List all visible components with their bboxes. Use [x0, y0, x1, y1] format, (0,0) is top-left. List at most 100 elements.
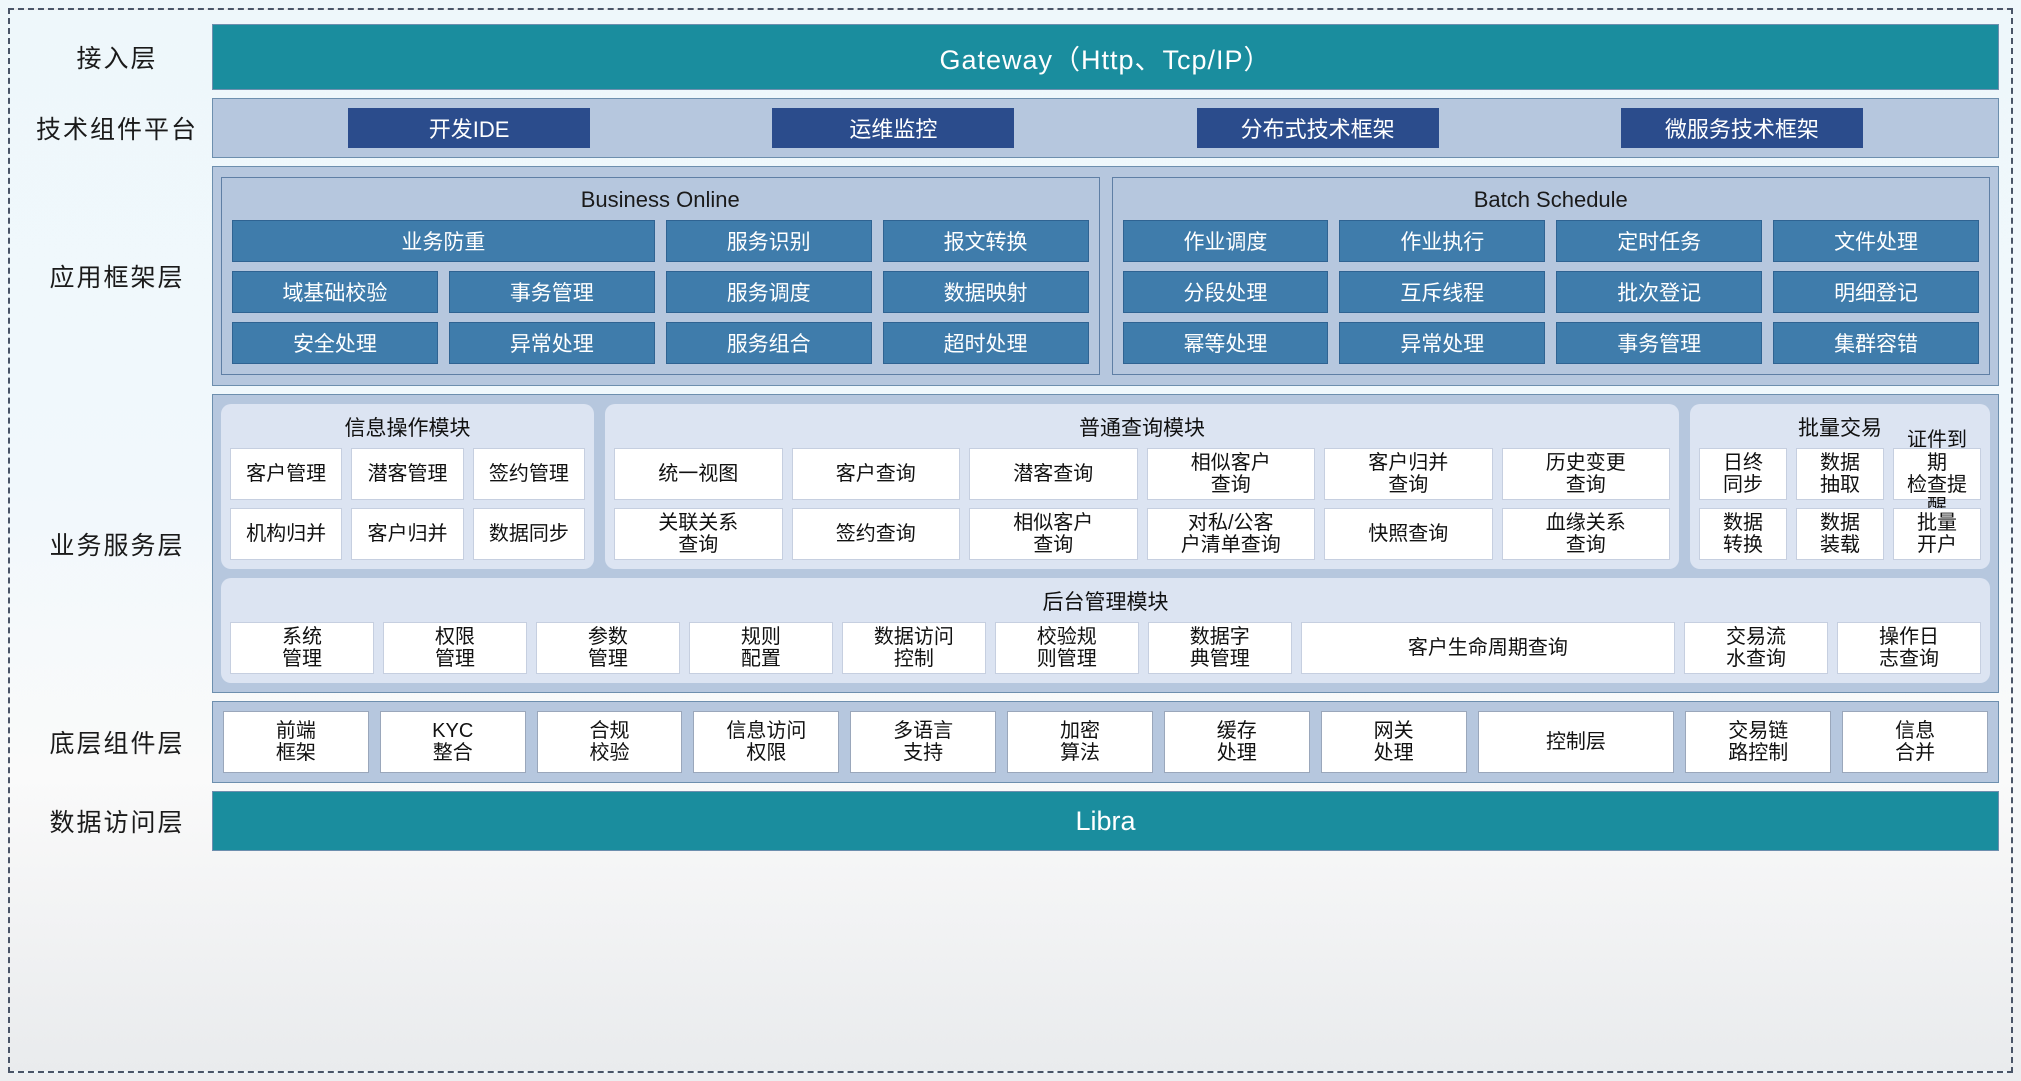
framework-group-title: Business Online: [580, 187, 740, 212]
service-cell[interactable]: 数据装载: [1796, 508, 1884, 560]
service-cell[interactable]: 对私/公客户清单查询: [1146, 508, 1315, 560]
framework-grid-business-online: 业务防重服务识别报文转换域基础校验事务管理服务调度数据映射安全处理异常处理服务组…: [232, 220, 1089, 364]
service-cell[interactable]: 客户管理: [230, 448, 343, 500]
framework-cell[interactable]: 文件处理: [1773, 220, 1979, 262]
module-grid-batch-transaction: 日终同步数据抽取证件到期检查提醒数据转换数据装载批量开户: [1699, 429, 1981, 560]
framework-cell[interactable]: 安全处理: [232, 322, 438, 364]
framework-cell[interactable]: 明细登记: [1773, 271, 1979, 313]
framework-cell[interactable]: 分段处理: [1122, 271, 1329, 313]
admin-cell[interactable]: 参数管理: [535, 622, 680, 674]
component-cell[interactable]: 网关处理: [1320, 711, 1467, 773]
module-grid-common-query: 统一视图客户查询潜客查询相似客户查询客户归并查询历史变更查询关联关系查询签约查询…: [614, 448, 1670, 560]
admin-cell[interactable]: 系统管理: [230, 622, 374, 674]
service-cell[interactable]: 相似客户查询: [1146, 448, 1315, 500]
framework-cell[interactable]: 批次登记: [1556, 271, 1763, 313]
component-cell[interactable]: 加密算法: [1007, 711, 1153, 773]
service-cell[interactable]: 快照查询: [1324, 508, 1493, 560]
component-cell[interactable]: 前端框架: [223, 711, 369, 773]
framework-cell[interactable]: 互斥线程: [1339, 271, 1546, 313]
framework-cell[interactable]: 定时任务: [1556, 220, 1763, 262]
service-cell[interactable]: 机构归并: [230, 508, 343, 560]
architecture-diagram: 接入层 Gateway（Http、Tcp/IP） 技术组件平台 开发IDE 运维…: [8, 8, 2013, 1073]
service-cell[interactable]: 签约查询: [791, 508, 960, 560]
framework-cell[interactable]: 服务组合: [665, 322, 872, 364]
framework-cell[interactable]: 幂等处理: [1122, 322, 1329, 364]
admin-cell[interactable]: 校验规则管理: [994, 622, 1139, 674]
module-title: 信息操作模块: [344, 417, 471, 440]
module-grid-info-operation: 客户管理潜客管理签约管理机构归并客户归并数据同步: [230, 448, 585, 560]
service-cell[interactable]: 数据转换: [1699, 508, 1787, 560]
service-cell[interactable]: 签约管理: [472, 448, 585, 500]
module-title: 普通查询模块: [1079, 417, 1205, 440]
admin-cell[interactable]: 权限管理: [382, 622, 527, 674]
framework-cell[interactable]: 服务调度: [665, 271, 872, 313]
layer-row-access: 接入层 Gateway（Http、Tcp/IP）: [22, 24, 1999, 90]
service-cell[interactable]: 潜客管理: [351, 448, 464, 500]
service-cell[interactable]: 潜客查询: [969, 448, 1138, 500]
component-cell[interactable]: 控制层: [1477, 711, 1675, 773]
service-cell[interactable]: 数据同步: [472, 508, 585, 560]
gateway-banner: Gateway（Http、Tcp/IP）: [212, 24, 1999, 90]
layer-label-app-framework: 应用框架层: [49, 264, 185, 292]
framework-cell[interactable]: 作业执行: [1339, 220, 1546, 262]
admin-cell[interactable]: 客户生命周期查询: [1300, 622, 1676, 674]
module-backend-admin: 后台管理模块 系统管理权限管理参数管理规则配置数据访问控制校验规则管理数据字典管…: [221, 578, 1990, 683]
layer-label-tech-platform: 技术组件平台: [35, 116, 198, 144]
service-cell[interactable]: 历史变更查询: [1501, 448, 1670, 500]
service-cell[interactable]: 批量开户: [1893, 508, 1981, 560]
framework-cell[interactable]: 数据映射: [882, 271, 1089, 313]
framework-cell[interactable]: 异常处理: [448, 322, 655, 364]
libra-banner: Libra: [212, 791, 1999, 851]
framework-cell[interactable]: 集群容错: [1773, 322, 1979, 364]
component-cell[interactable]: 信息访问权限: [693, 711, 840, 773]
tech-platform-panel: 开发IDE 运维监控 分布式技术框架 微服务技术框架: [212, 98, 1999, 158]
tech-chip-ops-monitor[interactable]: 运维监控: [772, 108, 1015, 148]
module-title: 后台管理模块: [1042, 591, 1169, 614]
service-cell[interactable]: 数据抽取: [1796, 448, 1884, 500]
tech-chip-distributed-framework[interactable]: 分布式技术框架: [1196, 108, 1439, 148]
service-cell[interactable]: 客户归并查询: [1324, 448, 1493, 500]
tech-chip-microservice-framework[interactable]: 微服务技术框架: [1620, 108, 1863, 148]
layer-row-data-access: 数据访问层 Libra: [22, 791, 1999, 851]
module-info-operation: 信息操作模块 客户管理潜客管理签约管理机构归并客户归并数据同步: [221, 404, 594, 569]
component-cell[interactable]: 交易链路控制: [1685, 711, 1832, 773]
component-cell[interactable]: 信息合并: [1842, 711, 1988, 773]
framework-cell[interactable]: 异常处理: [1339, 322, 1546, 364]
framework-cell[interactable]: 事务管理: [448, 271, 655, 313]
admin-cell[interactable]: 数据访问控制: [841, 622, 986, 674]
component-cell[interactable]: 合规校验: [536, 711, 683, 773]
module-common-query: 普通查询模块 统一视图客户查询潜客查询相似客户查询客户归并查询历史变更查询关联关…: [605, 404, 1679, 569]
framework-grid-batch-schedule: 作业调度作业执行定时任务文件处理分段处理互斥线程批次登记明细登记幂等处理异常处理…: [1122, 220, 1979, 364]
service-cell[interactable]: 关联关系查询: [614, 508, 783, 560]
framework-cell[interactable]: 服务识别: [665, 220, 872, 262]
layer-label-business-service: 业务服务层: [49, 531, 185, 560]
admin-cell[interactable]: 交易流水查询: [1684, 622, 1829, 674]
admin-cell[interactable]: 操作日志查询: [1837, 622, 1981, 674]
framework-cell[interactable]: 事务管理: [1556, 322, 1763, 364]
framework-cell[interactable]: 域基础校验: [232, 271, 438, 313]
service-cell[interactable]: 客户归并: [351, 508, 464, 560]
framework-cell[interactable]: 业务防重: [232, 220, 655, 262]
app-framework-panel: Business Online 业务防重服务识别报文转换域基础校验事务管理服务调…: [212, 166, 1999, 386]
tech-chip-ide[interactable]: 开发IDE: [348, 108, 591, 148]
component-cell[interactable]: 缓存处理: [1163, 711, 1310, 773]
component-cell[interactable]: 多语言支持: [850, 711, 997, 773]
service-cell[interactable]: 证件到期检查提醒: [1893, 429, 1981, 518]
framework-cell[interactable]: 报文转换: [882, 220, 1089, 262]
service-cell[interactable]: 统一视图: [614, 448, 783, 500]
framework-group-batch-schedule: Batch Schedule 作业调度作业执行定时任务文件处理分段处理互斥线程批…: [1111, 177, 1990, 375]
module-batch-transaction: 批量交易 日终同步数据抽取证件到期检查提醒数据转换数据装载批量开户: [1690, 404, 1990, 569]
framework-cell[interactable]: 作业调度: [1122, 220, 1329, 262]
admin-cell[interactable]: 规则配置: [688, 622, 833, 674]
admin-cell[interactable]: 数据字典管理: [1147, 622, 1292, 674]
layer-row-business-service: 业务服务层 信息操作模块 客户管理潜客管理签约管理机构归并客户归并数据同步 普通…: [22, 394, 1999, 693]
service-cell[interactable]: 相似客户查询: [969, 508, 1138, 560]
framework-group-title: Batch Schedule: [1473, 187, 1628, 212]
framework-cell[interactable]: 超时处理: [882, 322, 1089, 364]
service-cell[interactable]: 日终同步: [1699, 448, 1787, 500]
layer-label-base-components: 底层组件层: [49, 730, 185, 758]
service-cell[interactable]: 血缘关系查询: [1501, 508, 1670, 560]
service-cell[interactable]: 客户查询: [791, 448, 960, 500]
